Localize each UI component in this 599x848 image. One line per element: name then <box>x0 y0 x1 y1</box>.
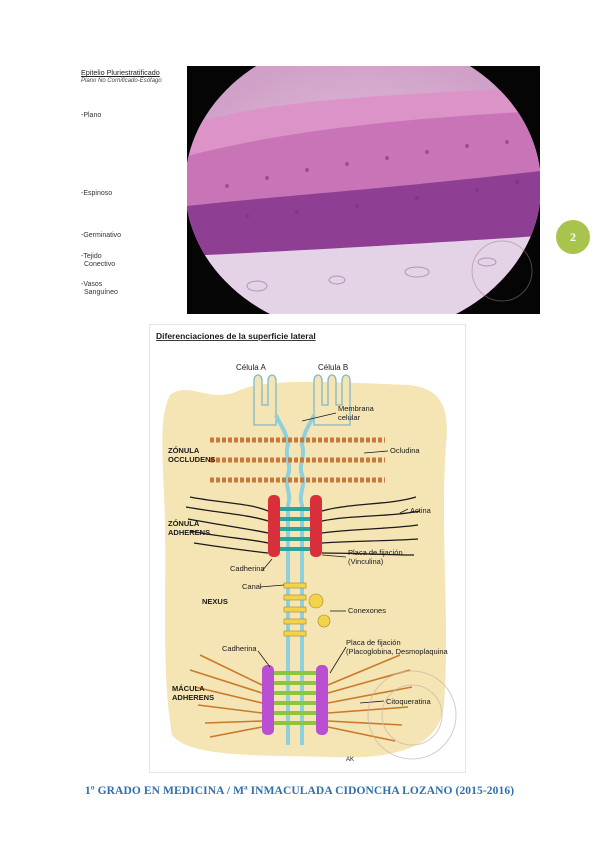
label-zonula-adherens-1: ZÓNULA <box>168 519 200 528</box>
desmosome-plaque-left <box>262 665 274 735</box>
actin-fibres <box>185 496 421 556</box>
callout-canal: Canal <box>242 582 262 591</box>
label-sanguineo: Sanguíneo <box>84 289 118 296</box>
callout-ocludina: Ocludina <box>390 446 420 455</box>
label-cell-b: Célula B <box>318 363 348 372</box>
lateral-surface-diagram: Diferenciaciones de la superficie latera… <box>149 324 466 773</box>
callout-cadherina-2: Cadherina <box>222 644 257 653</box>
micrograph-image <box>187 66 540 316</box>
callout-lines <box>257 412 409 704</box>
micrograph-svg <box>187 66 540 316</box>
label-cell-a: Célula A <box>236 363 266 372</box>
cell-cytoplasm <box>162 381 447 758</box>
callout-vinculina: (Vinculina) <box>348 557 384 566</box>
label-zonula-occludens-2: OCCLUDENS <box>168 455 216 464</box>
histology-panel: Epitelio Pluriestratificado Plano No Cor… <box>75 66 540 316</box>
cadherin-links-macula <box>274 671 316 725</box>
callout-conexones: Conexones <box>348 606 386 615</box>
university-seal <box>367 670 457 760</box>
callout-placa-fijacion-2: Placa de fijación <box>346 638 401 647</box>
callout-placa-fijacion-1: Placa de fijación <box>348 548 403 557</box>
histology-subtitle: Plano No Cornificado-Esófago <box>81 78 162 84</box>
occludin-strands <box>210 437 385 483</box>
histology-labels: Epitelio Pluriestratificado Plano No Cor… <box>75 66 188 314</box>
adherens-plaque-right <box>310 495 322 557</box>
callout-citoqueratina: Citoqueratina <box>386 697 431 706</box>
histology-title: Epitelio Pluriestratificado <box>81 68 160 77</box>
label-conectivo: Conectivo <box>84 261 116 268</box>
cytokeratin-fibres <box>189 654 413 742</box>
artist-signature: AK <box>346 757 354 763</box>
label-espinoso: -Espinoso <box>81 190 113 197</box>
callout-celular: celular <box>338 413 361 422</box>
callout-membrana: Membrana <box>338 404 375 413</box>
label-tejido: -Tejido <box>81 253 102 260</box>
label-plano: -Plano <box>81 112 102 119</box>
label-zonula-occludens-1: ZÓNULA <box>168 446 200 455</box>
label-macula-adherens-2: ADHERENS <box>172 693 214 702</box>
cadherin-links-adherens <box>280 507 310 551</box>
label-vasos: -Vasos <box>81 281 103 288</box>
label-germinativo: -Germinativo <box>81 232 122 239</box>
label-nexus: NEXUS <box>202 597 228 606</box>
footer-course-line: 1º GRADO EN MEDICINA / Mª INMACULADA CID… <box>84 785 515 797</box>
page-number-badge: 2 <box>556 220 590 254</box>
diagram-title: Diferenciaciones de la superficie latera… <box>156 331 316 341</box>
desmosome-plaque-right <box>316 665 328 735</box>
adherens-plaque-left <box>268 495 280 557</box>
callout-cadherina-1: Cadherina <box>230 564 265 573</box>
microvilli <box>253 374 351 426</box>
nexus-connexons <box>283 582 331 637</box>
label-zonula-adherens-2: ADHERENS <box>168 528 210 537</box>
diagram-svg: Diferenciaciones de la superficie latera… <box>156 331 457 763</box>
label-macula-adherens-1: MÁCULA <box>172 684 205 693</box>
callout-actina: Actina <box>410 506 432 515</box>
callout-placoglobina: (Placoglobina, Desmoplaquina <box>346 647 449 656</box>
